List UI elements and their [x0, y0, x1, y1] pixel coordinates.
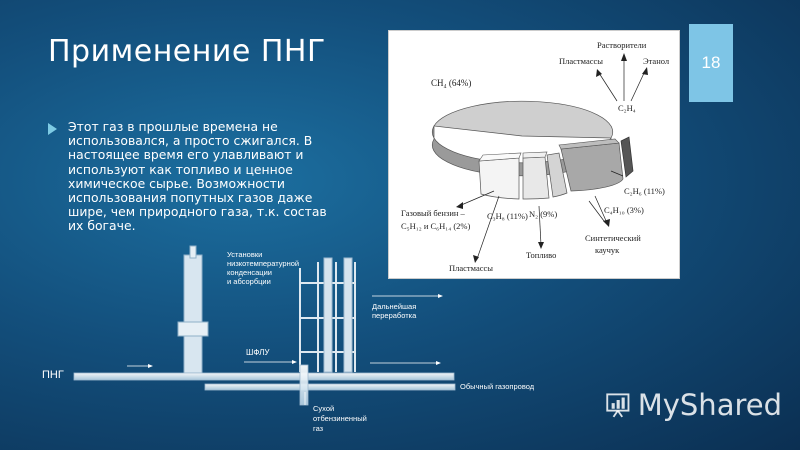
bullet-arrow-icon: [48, 123, 57, 135]
label-units-1: Установки: [227, 250, 262, 259]
label-pipeline: Обычный газопровод: [460, 382, 535, 391]
label-ethanol: Этанол: [643, 56, 670, 66]
presentation-chart-icon: [606, 393, 630, 418]
label-c2h6: C₂H₆ (11%): [624, 186, 665, 196]
page-number: 18: [689, 24, 733, 102]
watermark-logo: MyShared: [606, 380, 782, 430]
label-c3h8: C₃H₈ (11%): [487, 211, 528, 221]
label-synthetic-rubber-1: Синтетический: [585, 233, 641, 243]
label-c2h4: C₂H₄: [618, 103, 636, 113]
label-shflu: ШФЛУ: [246, 348, 270, 357]
label-dry-gas-1: Сухой: [313, 404, 334, 413]
label-png: ПНГ: [42, 369, 64, 381]
bullet-item: Этот газ в прошлые времена не использова…: [48, 119, 333, 234]
label-synthetic-rubber-2: каучук: [595, 245, 620, 255]
label-fuel: Топливо: [526, 250, 556, 260]
label-further-1: Дальнейшая: [372, 302, 416, 311]
bullet-text: Этот газ в прошлые времена не использова…: [68, 119, 327, 234]
pie-slice-c2h6: [560, 142, 624, 192]
label-solvents: Растворители: [597, 40, 647, 50]
column-tower: [183, 254, 203, 374]
pie-slice-c2h4: [620, 136, 634, 178]
slide-title: Применение ПНГ: [48, 34, 326, 69]
label-c4h10: C₄H₁₀ (3%): [604, 205, 644, 215]
label-plastics-bottom: Пластмассы: [449, 263, 493, 273]
main-pipeline: [73, 372, 455, 381]
pie-slice-c3h8: [478, 157, 520, 200]
watermark-text: MyShared: [637, 388, 782, 422]
label-gas-benzine-1: Газовый бензин –: [401, 208, 466, 218]
label-further-2: переработка: [372, 311, 417, 320]
label-n2: N₂ (9%): [529, 209, 557, 219]
label-gas-benzine-2: C₅H₁₂ и C₆H₁₄ (2%): [401, 221, 470, 231]
label-units-2: низкотемпературной: [227, 259, 299, 268]
label-dry-gas-3: газ: [313, 424, 324, 433]
pie-slice-c4h10: [546, 152, 568, 198]
gas-composition-diagram: Растворители Пластмассы Этанол C₂H₄ CH₄ …: [388, 30, 680, 279]
label-dry-gas-2: отбензиненный: [313, 414, 367, 423]
label-units-3: конденсации: [227, 268, 272, 277]
label-units-4: и абсорбции: [227, 277, 271, 286]
label-plastics-top: Пластмассы: [559, 56, 603, 66]
label-ch4: CH₄ (64%): [431, 78, 471, 88]
pie-slice-ch4: [433, 100, 614, 139]
pie-slice-n2: [522, 156, 550, 200]
